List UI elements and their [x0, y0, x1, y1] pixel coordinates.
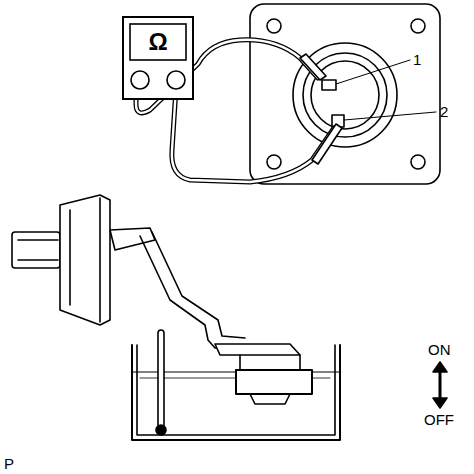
meter-symbol: Ω — [148, 30, 167, 54]
connector-ring — [293, 43, 397, 147]
state-label: ON — [428, 342, 451, 357]
callout-number: 2 — [440, 104, 448, 119]
state-label: OFF — [424, 412, 454, 427]
figure-mark: P — [4, 456, 14, 471]
flange-plate — [250, 4, 440, 184]
callout-number: 1 — [413, 52, 421, 67]
terminal-1 — [322, 80, 336, 90]
ohmmeter: Ω — [122, 16, 194, 100]
